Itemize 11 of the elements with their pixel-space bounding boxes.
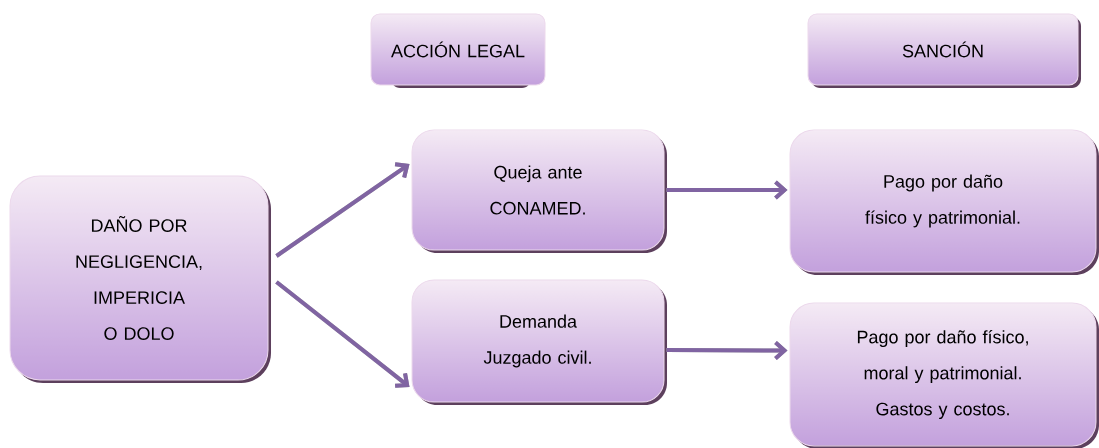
header-box: SANCIÓN — [807, 13, 1081, 88]
arrow — [666, 180, 788, 200]
process-box: Pago por daño físico y patrimonial. — [789, 129, 1099, 275]
process-box: Queja ante CONAMED. — [411, 129, 667, 253]
process-box: DAÑO POR NEGLIGENCIA, IMPERICIA O DOLO — [9, 175, 271, 383]
arrow — [666, 340, 788, 360]
arrow — [275, 162, 410, 258]
header-box: ACCIÓN LEGAL — [370, 13, 546, 88]
arrow — [275, 280, 410, 388]
process-box: Pago por daño físico, moral y patrimonial. Gastos y costos. — [789, 302, 1099, 448]
process-box: Demanda Juzgado civil. — [411, 279, 667, 405]
